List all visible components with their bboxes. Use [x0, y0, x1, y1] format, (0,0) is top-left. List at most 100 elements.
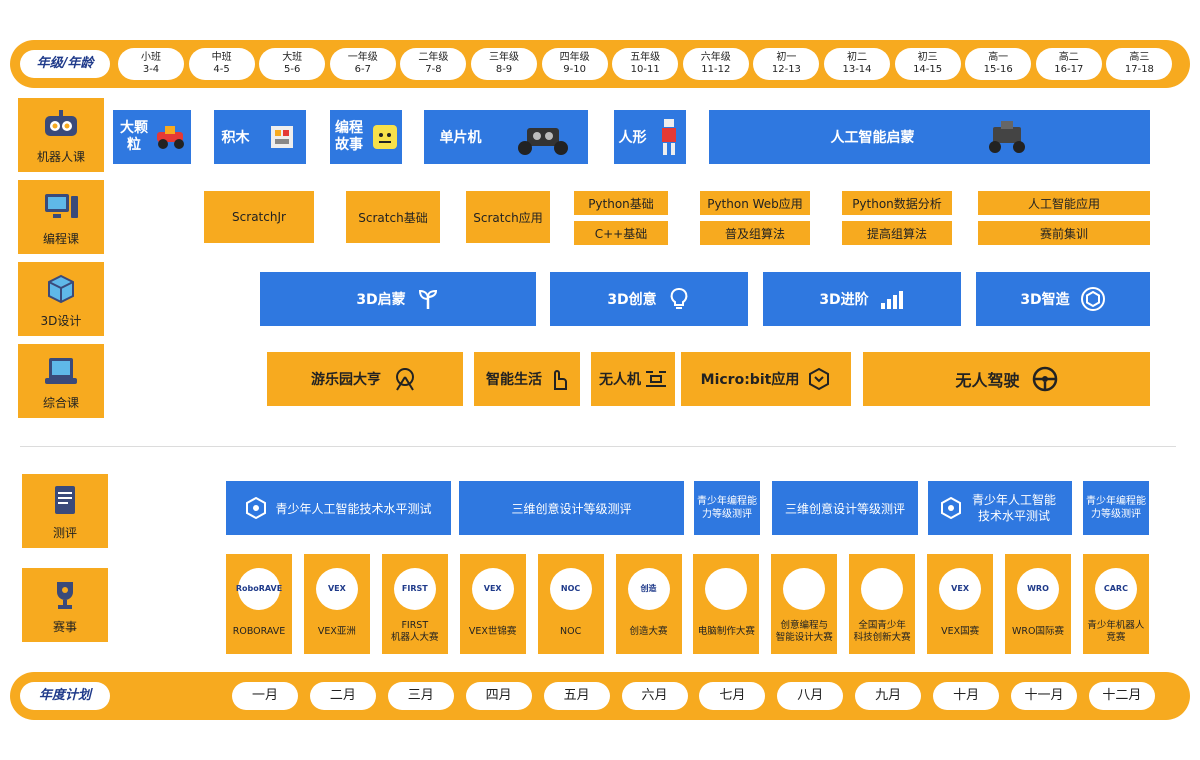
grade-age: 14-15 [913, 64, 943, 75]
lightbulb-icon [670, 288, 688, 309]
competition-label: 青少年机器人 竞赛 [1087, 620, 1145, 643]
competition-logo: VEX [939, 568, 982, 610]
toy-car-icon [157, 126, 184, 149]
assessment-ai-1[interactable]: 青少年人工智能技术水平测试 [226, 481, 451, 535]
grade-name: 高一 [988, 52, 1009, 63]
competition-label: VEX国赛 [941, 626, 980, 637]
course-advanced-algo[interactable]: 提高组算法 [842, 221, 952, 245]
competition-card[interactable]: WRO WRO国际赛 [1005, 554, 1071, 654]
competition-logo [705, 568, 748, 610]
competition-card[interactable]: FIRST FIRST 机器人大赛 [381, 554, 448, 654]
course-3d-making-label: 3D智造 [1020, 292, 1070, 308]
course-python-data[interactable]: Python数据分析 [842, 191, 952, 215]
competition-card[interactable]: VEX VEX国赛 [927, 554, 994, 654]
course-humanoid[interactable]: 人形 [614, 110, 686, 164]
grade-age: 11-12 [701, 64, 731, 75]
category-competition-label: 赛事 [52, 620, 77, 634]
course-big-blocks-label: 大颗粒 [120, 120, 148, 153]
competition-label: VEX亚洲 [317, 626, 356, 637]
month-pill: 一月 [232, 682, 298, 710]
sprout-icon [418, 289, 437, 309]
competition-logo: RoboRAVE [236, 568, 282, 610]
course-scratch-app[interactable]: Scratch应用 [466, 191, 550, 243]
month-pill: 三月 [387, 682, 454, 710]
course-park[interactable]: 游乐园大亨 [267, 352, 463, 406]
course-autodrive[interactable]: 无人驾驶 [863, 352, 1150, 406]
course-popular-algo[interactable]: 普及组算法 [700, 221, 810, 245]
grade-name: 三年级 [489, 52, 519, 63]
grade-name: 中班 [211, 52, 232, 63]
grade-name: 高二 [1058, 52, 1079, 63]
hexagon-check-icon [809, 367, 830, 391]
trophy-icon [57, 582, 73, 609]
grade-name: 初二 [847, 52, 867, 63]
competition-logo: FIRST [393, 568, 436, 610]
grade-age: 3-4 [142, 64, 160, 75]
competition-card[interactable]: 全国青少年 科技创新大赛 [849, 554, 916, 654]
course-big-blocks[interactable]: 大颗粒 [113, 110, 191, 164]
course-microbit[interactable]: Micro:bit应用 [681, 352, 851, 406]
course-python-basic[interactable]: Python基础 [574, 191, 668, 215]
grade-age: 6-7 [354, 64, 371, 75]
course-story[interactable]: 编程故事 [330, 110, 402, 164]
course-autodrive-label: 无人驾驶 [955, 371, 1020, 390]
assessment-design-2[interactable]: 三维创意设计等级测评 [772, 481, 918, 535]
competition-card[interactable]: 创造创造大赛 [615, 554, 682, 654]
month-pill: 十月 [933, 682, 1000, 710]
assessment-coding-1[interactable]: 青少年编程能力等级测评 [694, 481, 760, 535]
month-pill: 六月 [621, 682, 688, 710]
month-pill: 二月 [309, 682, 376, 710]
assessment-ai-1-label: 青少年人工智能技术水平测试 [275, 501, 432, 516]
course-ai-app[interactable]: 人工智能应用 [978, 191, 1150, 215]
humanoid-robot-icon [661, 119, 676, 155]
category-comprehensive: 综合课 [18, 344, 104, 418]
course-scratch-basic[interactable]: Scratch基础 [346, 191, 440, 243]
category-competition: 赛事 [22, 568, 108, 642]
steering-wheel-icon [1032, 366, 1057, 392]
assessment-ai-2[interactable]: 青少年人工智能技术水平测试 [928, 481, 1072, 535]
course-3d-advanced[interactable]: 3D进阶 [763, 272, 961, 326]
annual-plan-heading: 年度计划 [20, 682, 110, 710]
tablet-icon [45, 358, 77, 384]
course-cpp-basic[interactable]: C++基础 [574, 221, 668, 245]
course-drone[interactable]: 无人机 [591, 352, 675, 406]
course-python-web[interactable]: Python Web应用 [700, 191, 810, 215]
assessment-design-1[interactable]: 三维创意设计等级测评 [459, 481, 684, 535]
grade-age-heading: 年级/年龄 [20, 50, 110, 78]
month-pill: 九月 [855, 682, 922, 710]
month-pill: 四月 [465, 682, 532, 710]
competition-card[interactable]: 电脑制作大赛 [693, 554, 760, 654]
course-scratchjr[interactable]: ScratchJr [204, 191, 314, 243]
course-blocks[interactable]: 积木 [214, 110, 306, 164]
competition-label: FIRST 机器人大赛 [391, 620, 439, 643]
competition-card[interactable]: 创意编程与 智能设计大赛 [771, 554, 838, 654]
month-pill: 十二月 [1088, 682, 1155, 710]
course-pre-contest[interactable]: 赛前集训 [978, 221, 1150, 245]
month-pill: 七月 [699, 682, 766, 710]
competition-label: WRO国际赛 [1012, 626, 1064, 637]
category-robot-label: 机器人课 [36, 150, 85, 164]
pointer-hand-icon [554, 370, 567, 390]
assessment-coding-2[interactable]: 青少年编程能力等级测评 [1083, 481, 1149, 535]
assessment-coding-2-label: 青少年编程能力等级测评 [1086, 496, 1146, 520]
course-3d-intro[interactable]: 3D启蒙 [260, 272, 536, 326]
category-coding-label: 编程课 [42, 232, 79, 246]
course-smart-life[interactable]: 智能生活 [474, 352, 580, 406]
course-ai-intro[interactable]: 人工智能启蒙 [709, 110, 1150, 164]
course-3d-creative[interactable]: 3D创意 [550, 272, 748, 326]
competition-logo: WRO [1017, 568, 1059, 610]
course-3d-making[interactable]: 3D智造 [976, 272, 1150, 326]
course-mcu[interactable]: 单片机 [424, 110, 588, 164]
competition-logo: 创造 [627, 568, 670, 610]
